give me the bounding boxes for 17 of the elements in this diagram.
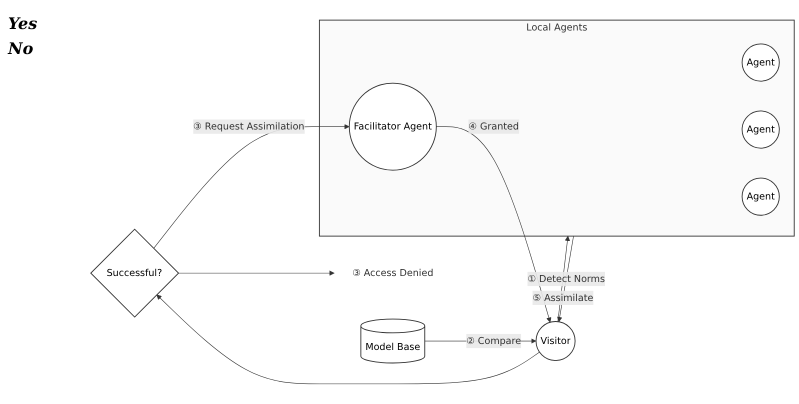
- node-diamond: Successful?: [90, 228, 180, 318]
- arrow: [156, 294, 540, 384]
- node-circle: Facilitator Agent: [348, 82, 437, 171]
- node-text: ③ Access Denied: [352, 267, 434, 278]
- edge-label: ⑤ Assimilate: [532, 292, 594, 304]
- node-circle: Visitor: [536, 321, 576, 362]
- arrow: [436, 126, 552, 322]
- node-circle: Agent: [742, 110, 780, 149]
- edge-label: ④ Granted: [468, 120, 519, 132]
- node-circle: Agent: [742, 178, 780, 216]
- edge-label: ③ Request Assimilation: [193, 120, 304, 132]
- branch-label: No: [8, 39, 34, 58]
- arrow: [178, 270, 335, 276]
- edge-label: ② Compare: [466, 335, 522, 346]
- edge-label: ① Detect Norms: [527, 272, 605, 284]
- branch-label: Yes: [8, 14, 38, 33]
- node-circle: Agent: [742, 43, 780, 82]
